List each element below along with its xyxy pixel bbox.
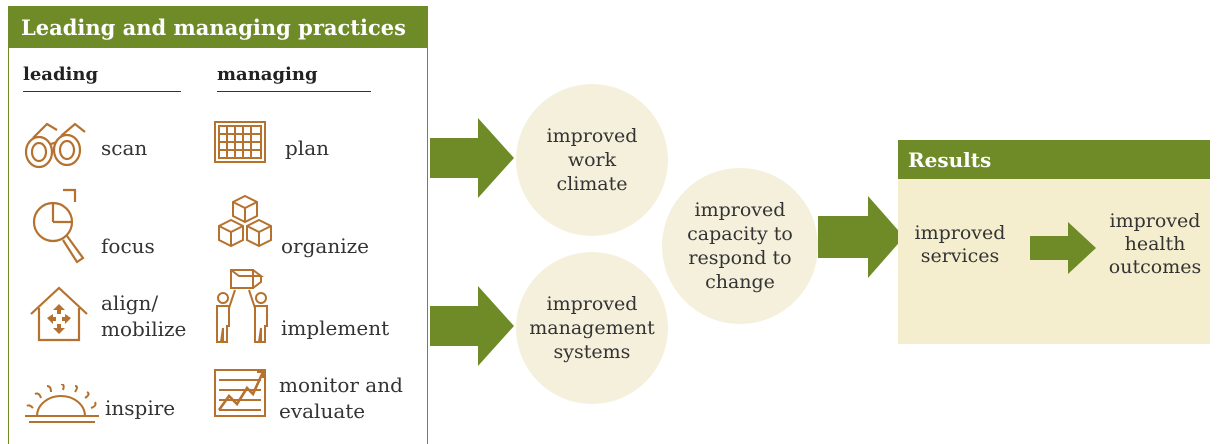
arrow-to-work-climate	[430, 116, 514, 204]
managing-item-plan: plan	[285, 136, 330, 160]
practices-panel: Leading and managing practices leading m…	[8, 6, 428, 444]
outcome-management-systems: improved management systems	[516, 252, 668, 404]
improved-services-label: improved services	[914, 222, 1006, 267]
managing-item-implement: implement	[281, 316, 390, 340]
results-title: Results	[898, 140, 1210, 179]
stacked-boxes-icon	[213, 192, 277, 256]
outcome-work-climate: improved work climate	[516, 84, 668, 236]
trend-chart-icon	[213, 366, 267, 420]
people-carrying-icon	[213, 268, 271, 344]
leading-heading: leading	[23, 64, 181, 92]
leading-item-scan: scan	[101, 136, 148, 160]
leading-item-align: align/ mobilize	[101, 291, 187, 341]
practices-title: Leading and managing practices	[9, 6, 427, 48]
sunrise-icon	[23, 384, 103, 424]
leading-item-focus: focus	[101, 234, 155, 258]
results-box: Results improved services improved healt…	[898, 140, 1210, 344]
improved-health-outcomes-label: improved health outcomes	[1108, 210, 1202, 278]
calendar-grid-icon	[213, 120, 267, 164]
binoculars-icon	[23, 120, 89, 170]
magnifier-icon	[29, 186, 89, 264]
arrow-to-results	[818, 194, 904, 284]
managing-heading: managing	[217, 64, 371, 92]
arrow-to-management-systems	[430, 284, 514, 372]
work-climate-label: improved work climate	[546, 125, 638, 195]
managing-item-organize: organize	[281, 234, 369, 258]
house-arrows-icon	[27, 284, 91, 344]
leading-item-inspire: inspire	[105, 396, 176, 420]
capacity-label: improved capacity to respond to change	[687, 199, 793, 293]
arrow-services-to-health	[1030, 222, 1096, 278]
outcome-capacity: improved capacity to respond to change	[662, 168, 818, 324]
managing-item-monitor: monitor and evaluate	[279, 373, 403, 423]
management-systems-label: improved management systems	[529, 293, 655, 363]
